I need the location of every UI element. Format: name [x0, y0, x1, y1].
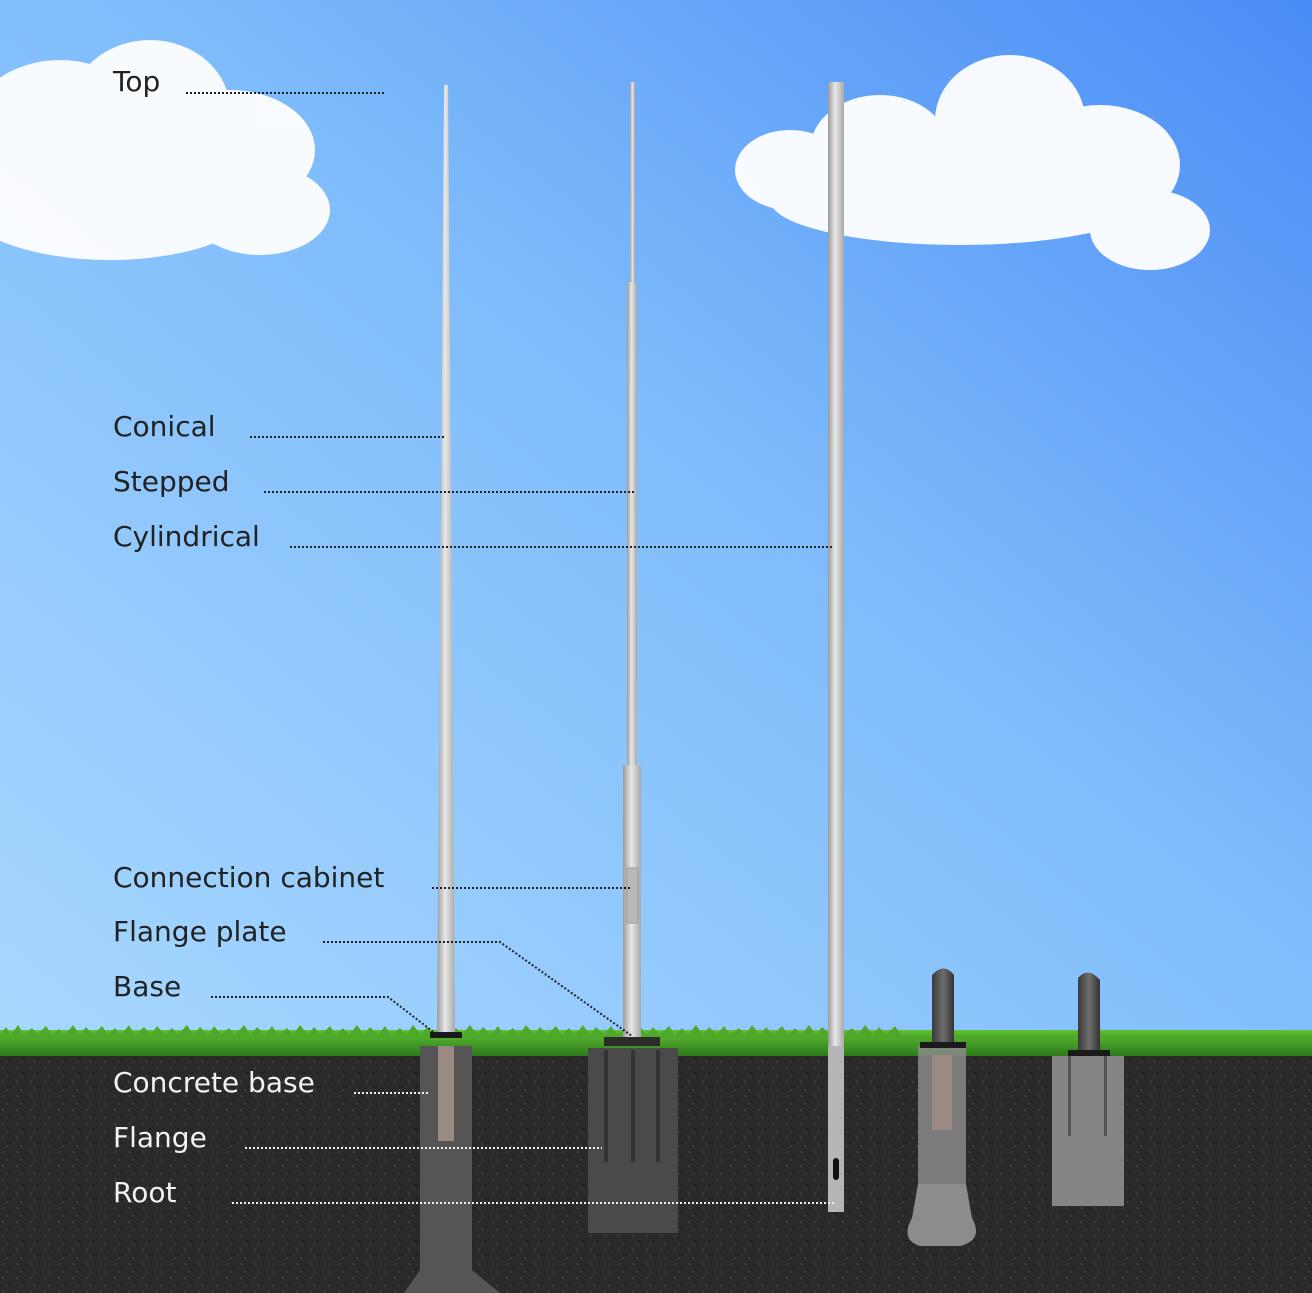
pole-shaft-2-mid [627, 282, 637, 765]
stepped-pole [588, 82, 678, 1233]
label-conical: Conical [113, 410, 216, 443]
pole-root-1 [438, 1046, 454, 1141]
label-flange-plate: Flange plate [113, 915, 287, 948]
base-ring-1 [430, 1032, 462, 1038]
leader-flange-plate [323, 941, 633, 1037]
label-stepped: Stepped [113, 465, 230, 498]
label-base: Base [113, 970, 182, 1003]
connection-cabinet-2 [626, 867, 639, 924]
pole-shaft-1 [437, 85, 455, 1035]
dark-pole-4 [932, 968, 954, 1046]
flange-plate-2 [604, 1037, 660, 1046]
label-concrete-base: Concrete base [113, 1066, 315, 1099]
cylindrical-pole [828, 82, 844, 1212]
block-foundation-5 [1052, 972, 1124, 1206]
pole-shaft-3 [828, 82, 844, 1212]
dark-pole-5 [1078, 972, 1100, 1052]
label-root: Root [113, 1176, 177, 1209]
label-top: Top [113, 65, 161, 98]
cloud-right [735, 55, 1210, 270]
leader-lines [186, 92, 834, 1037]
label-cylindrical: Cylindrical [113, 520, 260, 553]
label-flange: Flange [113, 1121, 207, 1154]
leader-lines-ground [232, 1092, 836, 1204]
pole-shaft-2-top [630, 82, 635, 282]
label-connection-cabinet: Connection cabinet [113, 861, 385, 894]
concrete-foundation-1 [404, 1046, 500, 1293]
root-foundation-4 [907, 968, 976, 1246]
cloud-left [0, 40, 330, 260]
leader-base [211, 996, 437, 1035]
cable-slot-3 [833, 1158, 839, 1180]
conical-pole [404, 85, 500, 1293]
